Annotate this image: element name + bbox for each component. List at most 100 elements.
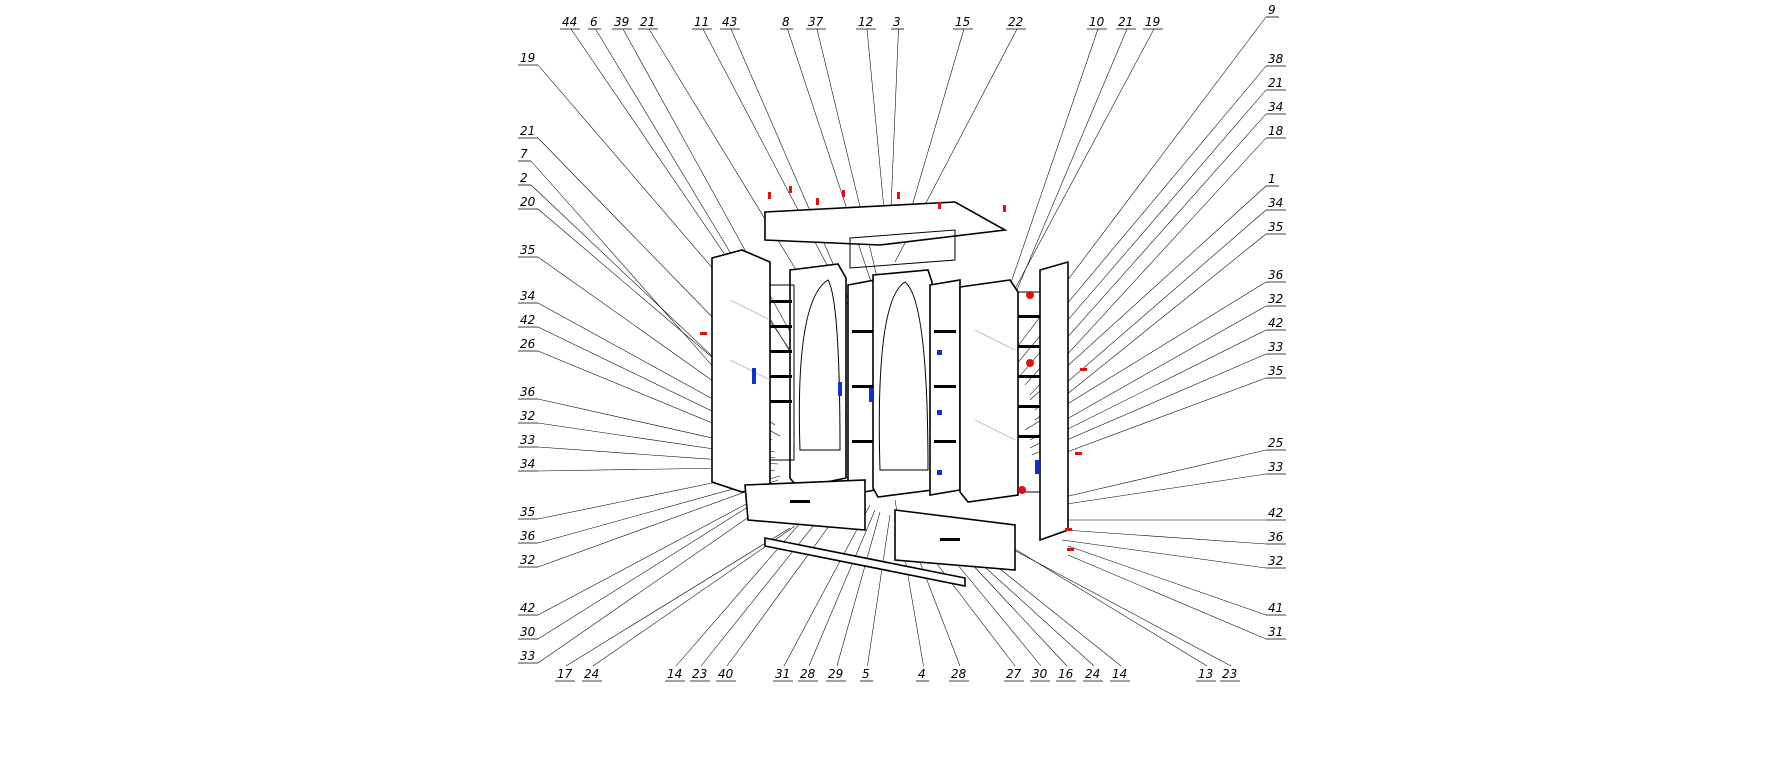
right-side-panel	[1039, 260, 1069, 542]
callout-top-3: 21	[638, 15, 658, 30]
part-number-label: 1	[1268, 172, 1276, 186]
left-shelf-1	[770, 300, 792, 303]
callout-right-0: 9	[1266, 3, 1279, 18]
leader-line	[537, 485, 781, 616]
callout-left-3: 2	[518, 171, 531, 186]
fitting-red-2	[789, 186, 792, 193]
leader-line	[726, 499, 849, 667]
handle-blue-1	[752, 368, 756, 384]
part-number-label: 5	[862, 667, 870, 681]
part-number-label: 32	[1268, 554, 1283, 568]
callout-top-14: 19	[1143, 15, 1163, 30]
callout-right-18: 41	[1266, 601, 1286, 616]
ghost-guide-2	[729, 359, 771, 381]
fitting-red-14	[1065, 528, 1072, 531]
callout-left-6: 34	[518, 289, 538, 304]
right-shelf-5	[1018, 435, 1040, 438]
right-middle-shelf-1	[934, 330, 956, 333]
callout-left-0: 19	[518, 51, 538, 66]
left-shelving-unit	[769, 284, 795, 461]
callout-bottom-1: 24	[582, 667, 602, 682]
right-door	[959, 279, 1019, 503]
callout-right-6: 34	[1266, 196, 1286, 211]
callout-right-17: 32	[1266, 554, 1286, 569]
callout-top-0: 44	[560, 15, 580, 30]
part-number-label: 25	[1268, 436, 1283, 450]
callout-top-13: 21	[1116, 15, 1136, 30]
leader-line	[537, 137, 721, 326]
part-number-label: 42	[1268, 506, 1283, 520]
part-number-label: 30	[1032, 667, 1048, 681]
part-number-label: 18	[1268, 124, 1284, 138]
part-number-label: 39	[614, 15, 629, 29]
top-cornice-front	[849, 229, 956, 269]
part-number-label: 20	[520, 195, 536, 209]
leader-line	[866, 28, 886, 221]
part-number-label: 32	[520, 553, 535, 567]
leader-line	[537, 64, 734, 293]
leader-line	[1061, 539, 1267, 569]
part-number-label: 17	[557, 667, 573, 681]
ghost-guide-3	[974, 329, 1016, 351]
leader-line	[1059, 449, 1267, 499]
leader-line	[530, 160, 726, 381]
callout-bottom-9: 4	[916, 667, 929, 682]
middle-shelf-3	[852, 440, 874, 443]
part-number-label: 26	[520, 337, 536, 351]
part-number-label: 16	[1058, 667, 1074, 681]
handle-blue-4	[937, 350, 942, 355]
callout-bottom-5: 31	[773, 667, 793, 682]
part-number-label: 42	[520, 313, 535, 327]
right-shelf-1	[1018, 315, 1040, 318]
part-number-label: 14	[1112, 667, 1127, 681]
leader-line	[1034, 233, 1267, 421]
fitting-red-3	[816, 198, 819, 205]
fitting-red-12	[1026, 359, 1034, 367]
part-number-label: 22	[1008, 15, 1023, 29]
leader-line	[808, 509, 876, 667]
part-number-label: 21	[1118, 15, 1133, 29]
part-number-label: 12	[858, 15, 873, 29]
part-number-label: 28	[800, 667, 816, 681]
ghost-guide-4	[974, 419, 1016, 441]
callout-right-10: 42	[1266, 316, 1286, 331]
callout-bottom-2: 14	[665, 667, 685, 682]
fitting-red-8	[700, 332, 707, 335]
part-number-label: 35	[520, 505, 535, 519]
callout-left-11: 33	[518, 433, 538, 448]
leader-line	[622, 28, 811, 369]
callout-bottom-12: 30	[1030, 667, 1050, 682]
part-number-label: 11	[694, 15, 709, 29]
fitting-red-1	[768, 192, 771, 199]
callout-top-12: 10	[1087, 15, 1107, 30]
callout-left-16: 42	[518, 601, 538, 616]
top-cornice	[764, 201, 1008, 246]
leader-line	[1029, 305, 1267, 441]
left-shelf-2	[770, 325, 792, 328]
part-number-label: 19	[520, 51, 535, 65]
fitting-red-10	[1075, 452, 1082, 455]
leader-line	[999, 28, 1128, 331]
callout-bottom-13: 16	[1056, 667, 1076, 682]
callout-top-11: 22	[1006, 15, 1026, 30]
right-drawer-handle	[940, 538, 960, 541]
leader-line	[889, 28, 899, 233]
central-door	[872, 269, 933, 498]
callout-top-10: 15	[953, 15, 973, 30]
ghost-guide-1	[729, 299, 771, 321]
callout-left-18: 33	[518, 649, 538, 664]
leader-line	[1039, 377, 1267, 463]
part-number-label: 42	[520, 601, 535, 615]
part-number-label: 21	[520, 124, 535, 138]
callout-left-13: 35	[518, 505, 538, 520]
callout-right-14: 33	[1266, 460, 1286, 475]
callout-top-8: 12	[856, 15, 876, 30]
fitting-red-9	[1080, 368, 1087, 371]
leader-line	[1029, 185, 1267, 401]
part-number-label: 33	[1268, 460, 1283, 474]
part-number-label: 32	[520, 409, 535, 423]
leader-line	[1009, 547, 1232, 667]
callout-right-16: 36	[1266, 530, 1286, 545]
part-number-label: 24	[1085, 667, 1100, 681]
handle-blue-6	[937, 470, 942, 475]
